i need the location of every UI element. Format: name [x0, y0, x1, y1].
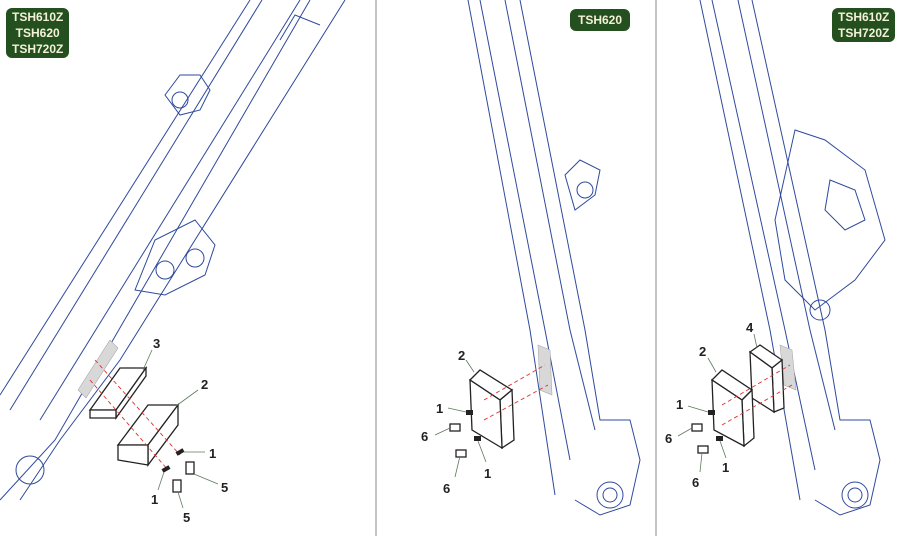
shim-washer [708, 410, 715, 415]
bolt [172, 479, 182, 493]
shim-washer [161, 465, 171, 473]
pad-part-2 [468, 369, 515, 450]
bolt [455, 449, 467, 458]
panel-2-drawing: 2 1 6 6 1 [421, 0, 641, 516]
boom-arm [0, 0, 346, 501]
callout-3: 3 [153, 336, 160, 351]
boom-arm [699, 0, 886, 516]
wear-pad-zone [77, 339, 119, 399]
callout-6: 6 [443, 481, 450, 496]
pad-part-3 [88, 365, 148, 421]
model-label: TSH620 [578, 13, 623, 27]
bolt [449, 423, 461, 432]
shim-washer [474, 436, 481, 441]
callout-6: 6 [421, 429, 428, 444]
callout-1: 1 [676, 397, 683, 412]
model-badge: TSH610Z TSH720Z [832, 8, 896, 42]
model-label: TSH610Z [838, 10, 890, 24]
model-label: TSH720Z [12, 42, 64, 56]
callout-5: 5 [183, 510, 190, 525]
model-badge: TSH610Z TSH620 TSH720Z [6, 8, 70, 58]
shim-washer [716, 436, 723, 441]
model-label: TSH720Z [838, 26, 890, 40]
panel-3-drawing: 4 2 1 6 1 6 [665, 0, 886, 516]
callout-1: 1 [484, 466, 491, 481]
callout-6: 6 [692, 475, 699, 490]
shim-washer [466, 410, 473, 415]
bolt [697, 445, 709, 454]
model-label: TSH610Z [12, 10, 64, 24]
callout-5: 5 [221, 480, 228, 495]
model-badge: TSH620 [570, 9, 631, 31]
pad-part-2 [116, 403, 180, 467]
callout-1: 1 [722, 460, 729, 475]
bolt [691, 423, 703, 432]
callout-1: 1 [436, 401, 443, 416]
wear-pad-zone [537, 344, 553, 396]
callout-2: 2 [201, 377, 208, 392]
callout-1: 1 [151, 492, 158, 507]
callout-2: 2 [699, 344, 706, 359]
callout-1: 1 [209, 446, 216, 461]
boom-arm [467, 0, 641, 516]
shim-washer [175, 448, 185, 456]
callout-4: 4 [746, 320, 754, 335]
pad-part-2 [710, 369, 755, 448]
panel-1-drawing: 3 2 1 5 1 5 [0, 0, 346, 525]
model-label: TSH620 [15, 26, 60, 40]
callout-2: 2 [458, 348, 465, 363]
bolt [185, 461, 195, 475]
callout-6: 6 [665, 431, 672, 446]
